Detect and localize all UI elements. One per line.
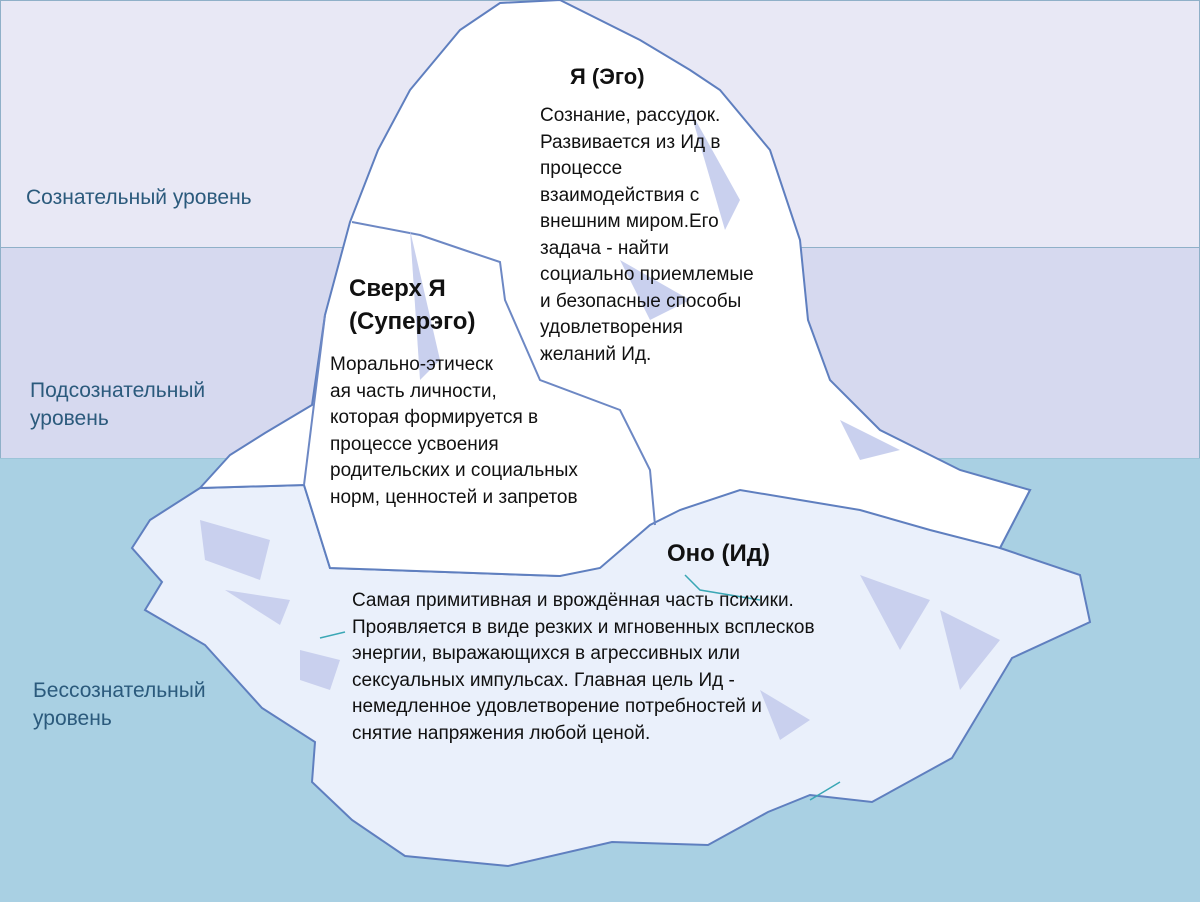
ego-description: Сознание, рассудок. Развивается из Ид в … <box>540 105 754 365</box>
ego-title: Я (Эго) <box>570 64 645 89</box>
superego-boundary-line <box>351 221 656 526</box>
superego-description: Морально-этическ ая часть личности, кото… <box>330 354 578 508</box>
ice-shading <box>200 110 1000 740</box>
superego-left-boundary <box>303 314 326 486</box>
id-title: Оно (Ид) <box>667 540 770 567</box>
subconscious-level-label: Подсознательный уровень <box>30 379 206 430</box>
superego-title: Сверх Я (Суперэго) <box>349 275 476 335</box>
id-description: Самая примитивная и врождённая часть пси… <box>352 590 815 744</box>
water-ripples <box>319 574 841 801</box>
iceberg-upper-part <box>197 0 1032 578</box>
conscious-level-label: Сознательный уровень <box>26 186 252 209</box>
unconscious-level-label: Бессознательный уровень <box>33 679 206 730</box>
